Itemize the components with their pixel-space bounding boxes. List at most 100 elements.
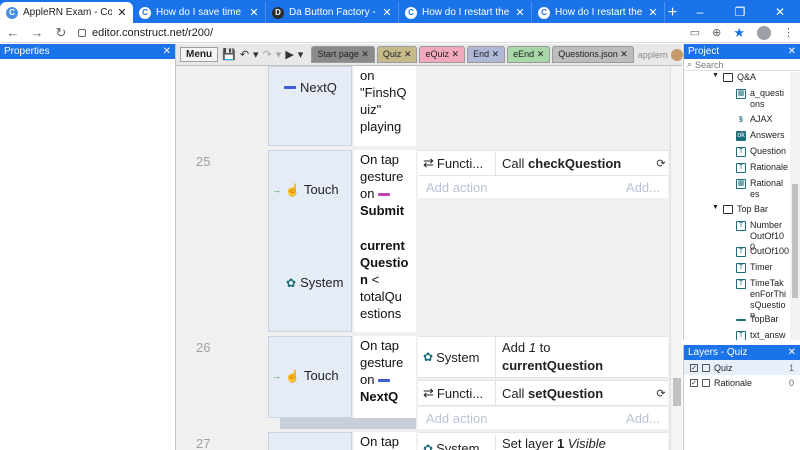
folder-qa[interactable]: ▼ Q&A	[712, 72, 756, 82]
doc-tab-equiz[interactable]: eQuiz ✕	[419, 46, 466, 63]
clipboard-icon[interactable]: ▭	[689, 27, 701, 39]
undo-icon[interactable]: ↶	[239, 49, 250, 61]
layer-row-quiz[interactable]: ✓ Quiz 1	[684, 360, 800, 375]
event25-system-desc[interactable]: current Questio n < totalQu estions	[354, 236, 416, 332]
bookmark-star-icon[interactable]: ★	[733, 24, 745, 40]
layers-close-icon[interactable]: ✕	[787, 347, 796, 358]
event25-add-action[interactable]: Add action Add...	[418, 176, 668, 198]
doc-tab-close-icon[interactable]: ✕	[620, 49, 628, 59]
tree-item-rationale[interactable]: T Rationale	[736, 162, 788, 173]
event-number-25: 25	[196, 154, 211, 169]
minimize-button[interactable]: –	[696, 4, 704, 19]
new-tab-button[interactable]: +	[667, 3, 678, 21]
browser-tab-save-time[interactable]: C How do I save time per qu ✕	[133, 2, 266, 23]
tab-close-icon[interactable]: ✕	[249, 7, 259, 19]
tree-item-number-out-of-100[interactable]: T NumberOutOf100	[736, 220, 788, 252]
tree-item-timer[interactable]: T Timer	[736, 262, 773, 273]
scrollbar-thumb[interactable]	[673, 378, 681, 406]
condition-column-scrollbar[interactable]	[280, 418, 416, 429]
event27-condition-desc[interactable]: On tap	[354, 432, 416, 450]
save-icon[interactable]: 💾	[222, 49, 236, 61]
event25-touch-desc[interactable]: On tap gesture on Submit	[354, 150, 416, 238]
tree-item-answers[interactable]: ok Answers	[736, 130, 785, 141]
project-close-icon[interactable]: ✕	[787, 46, 796, 57]
event26-touch-desc[interactable]: On tap gesture on NextQ	[354, 336, 416, 418]
menu-button[interactable]: Menu	[180, 47, 219, 62]
doc-tab-close-icon[interactable]: ✕	[451, 49, 460, 59]
event25-touch-condition[interactable]: → ☝ Touch	[272, 182, 339, 197]
layer-row-rationale[interactable]: ✓ Rationale 0	[690, 377, 794, 388]
event25-condition-block[interactable]	[268, 150, 352, 332]
event25-action-check-question[interactable]: ⇄ Functi... Call checkQuestion ⟳	[418, 150, 668, 176]
reload-button[interactable]: ↻	[55, 24, 67, 40]
tree-item-txt-answer[interactable]: T txt_answer	[736, 330, 788, 340]
event25-system-condition[interactable]: ✿ System	[286, 275, 344, 290]
expand-triangle-icon: ▼	[712, 204, 719, 211]
tab-close-icon[interactable]: ✕	[117, 7, 127, 19]
doc-tab-questions-json[interactable]: Questions.json ✕	[552, 46, 634, 63]
scrollbar-thumb[interactable]	[792, 184, 798, 298]
back-button[interactable]: ←	[6, 25, 20, 40]
project-scrollbar[interactable]	[790, 72, 800, 340]
forward-button[interactable]: →	[30, 25, 44, 40]
profile-avatar[interactable]	[757, 25, 771, 40]
tree-item-a-questions[interactable]: ▦ a_questions	[736, 88, 785, 109]
prev-condition-object[interactable]: NextQ	[284, 80, 337, 95]
maximize-button[interactable]: ❐	[734, 4, 746, 19]
doc-tab-quiz[interactable]: Quiz ✕	[376, 46, 418, 63]
event27-action-set-layer[interactable]: ✿ System Set layer 1 Visible	[418, 432, 668, 450]
event26-touch-condition[interactable]: → ☝ Touch	[272, 368, 339, 383]
doc-tab-close-icon[interactable]: ✕	[536, 49, 545, 59]
prev-condition-block[interactable]	[268, 66, 352, 146]
lock-icon[interactable]	[702, 378, 710, 387]
tree-item-rationales[interactable]: ▦ Rationales	[736, 178, 784, 199]
doc-tab-close-icon[interactable]: ✕	[403, 49, 412, 59]
tab-close-icon[interactable]: ✕	[515, 7, 525, 19]
install-icon[interactable]: ⊕	[712, 27, 722, 39]
event26-condition-block[interactable]	[268, 336, 352, 418]
doc-tab-close-icon[interactable]: ✕	[491, 49, 500, 59]
event26-action-set-question[interactable]: ⇄ Functi... Call setQuestion ⟳	[418, 380, 668, 406]
play-icon[interactable]: ▶	[285, 49, 294, 61]
close-window-button[interactable]: ✕	[774, 4, 786, 19]
browser-tab-applern-exam[interactable]: C AppleRN Exam - Construct ✕	[0, 2, 133, 23]
tree-item-time-taken[interactable]: T TimeTakenForThisQuestion	[736, 278, 788, 321]
doc-tab-close-icon[interactable]: ✕	[361, 49, 369, 59]
tab-close-icon[interactable]: ✕	[648, 7, 658, 19]
layers-title: Layers - Quiz	[688, 347, 748, 358]
visibility-checkbox[interactable]: ✓	[690, 363, 698, 372]
undo-dropdown-icon[interactable]: ▾	[253, 49, 259, 61]
event26-action-add-current-question[interactable]: ✿ System Add 1 to currentQuestion	[418, 336, 668, 378]
more-menu-icon[interactable]: ⋮	[783, 27, 794, 39]
address-bar[interactable]: editor.construct.net/r200/	[78, 25, 680, 41]
user-account[interactable]: applern	[638, 48, 683, 61]
prev-condition-desc[interactable]: on "FinshQ uiz" playing	[354, 66, 416, 146]
project-search-input[interactable]: ⌕ Search	[684, 59, 800, 71]
browser-tab-button-factory[interactable]: D Da Button Factory - Free C ✕	[266, 2, 399, 23]
redo-icon[interactable]: ↷	[262, 49, 272, 61]
lock-icon[interactable]	[702, 363, 710, 372]
event-sheet[interactable]: NextQ on "FinshQ uiz" playing 25 → ☝ Tou…	[176, 66, 670, 450]
doc-tab-end[interactable]: End ✕	[467, 46, 506, 63]
browser-tab-restart-timer-2[interactable]: C How do I restart the timer ✕	[532, 2, 665, 23]
event-sheet-scrollbar[interactable]	[670, 66, 682, 450]
async-circle-icon: ⟳	[656, 387, 666, 400]
doc-tab-eend[interactable]: eEnd ✕	[507, 46, 551, 63]
tab-close-icon[interactable]: ✕	[382, 7, 392, 19]
visibility-checkbox[interactable]: ✓	[690, 378, 698, 387]
event27-condition-block[interactable]	[268, 432, 352, 450]
folder-top-bar[interactable]: ▼ Top Bar	[712, 204, 768, 214]
text-icon: T	[736, 221, 746, 231]
tree-item-ajax[interactable]: § AJAX	[736, 114, 772, 125]
play-dropdown-icon[interactable]: ▾	[297, 49, 304, 61]
doc-tab-start-page[interactable]: Start page ✕	[311, 46, 375, 63]
redo-dropdown-icon[interactable]: ▾	[275, 49, 282, 61]
browser-tab-restart-timer-1[interactable]: C How do I restart the timer ✕	[399, 2, 532, 23]
tree-item-topbar[interactable]: TopBar	[736, 314, 779, 325]
button-icon: ok	[736, 131, 746, 141]
tree-item-out-of-100[interactable]: T OutOf100	[736, 246, 789, 257]
event26-add-action[interactable]: Add action Add...	[418, 407, 668, 429]
tree-item-question[interactable]: T Question	[736, 146, 786, 157]
window-controls: – ❐ ✕	[680, 0, 800, 23]
properties-close-icon[interactable]: ✕	[162, 46, 171, 57]
